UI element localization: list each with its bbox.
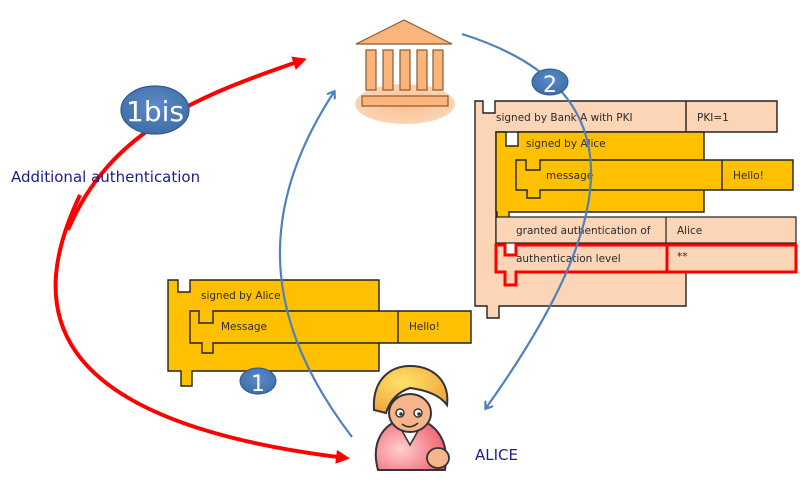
message-label: message: [546, 170, 593, 182]
granted-label: granted authentication of: [516, 225, 651, 237]
arrow-bank-to-alice: [461, 32, 593, 408]
granted-value: Alice: [677, 225, 702, 237]
bank-signature-label: signed by Bank A with PKI: [496, 112, 633, 124]
alice-label: ALICE: [475, 446, 518, 464]
response-block: signed by Bank A with PKI PKI=1 signed b…: [474, 100, 798, 319]
arrow-additional-auth-to-bank: [66, 56, 307, 231]
step-badge-1bis: 1bis: [120, 85, 190, 135]
authentication-level-row: [494, 243, 798, 287]
step-1bis-label: 1bis: [126, 95, 184, 128]
request-message-value: Hello!: [409, 321, 440, 333]
step-1-label: 1: [251, 372, 265, 397]
arrow-additional-auth-to-alice: [53, 194, 350, 464]
auth-level-value: **: [677, 251, 688, 263]
pki-value: PKI=1: [697, 112, 729, 124]
message-block: [515, 159, 794, 199]
message-value: Hello!: [733, 170, 764, 182]
step-badge-2: 2: [531, 68, 569, 98]
auth-level-label: authentication level: [516, 253, 621, 265]
granted-authentication-row: [495, 216, 797, 244]
step-2-label: 2: [543, 73, 557, 98]
person-icon: [372, 364, 450, 471]
step-badge-1: 1: [239, 367, 277, 397]
request-signature-label: signed by Alice: [201, 290, 281, 302]
bank-icon: [355, 19, 455, 124]
additional-authentication-label: Additional authentication: [11, 168, 200, 186]
request-block: signed by Alice Message Hello!: [167, 279, 472, 387]
message-request-block: [189, 310, 472, 354]
arrow-alice-to-bank: [278, 92, 353, 438]
request-message-label: Message: [221, 321, 267, 333]
alice-signature-label: signed by Alice: [526, 138, 606, 150]
